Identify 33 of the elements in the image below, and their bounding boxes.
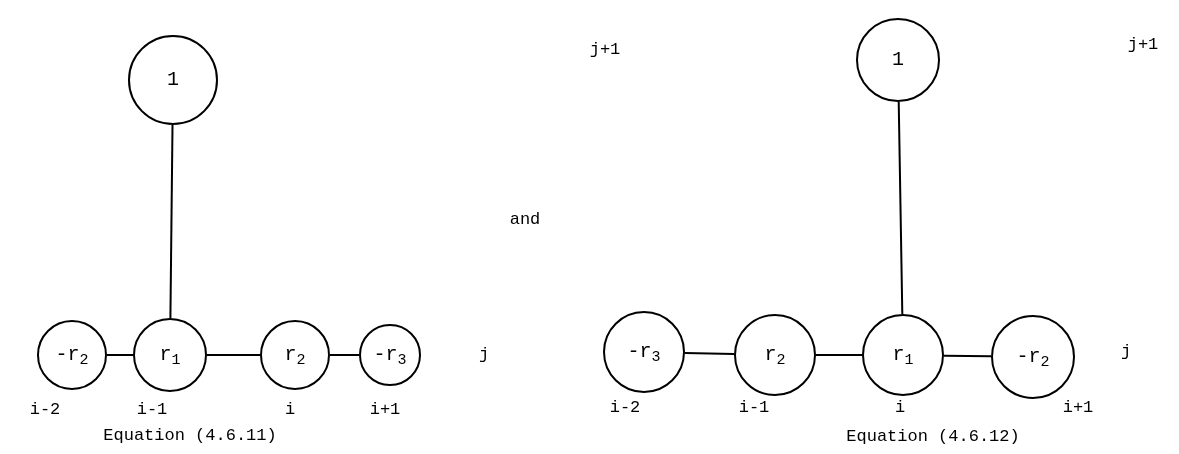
- text-label: i-2: [29, 399, 61, 422]
- text-label: i-1: [738, 397, 770, 420]
- node-text: r$_{2}$: [284, 342, 306, 370]
- connector-line: [815, 354, 863, 356]
- node-text: -r$_{2}$: [55, 342, 89, 370]
- node-text: 1: [892, 47, 904, 73]
- text-label: j: [478, 344, 490, 367]
- text-label: i: [894, 397, 906, 420]
- text-label: Equation (4.6.12): [846, 426, 1020, 449]
- text-label: j: [1120, 341, 1132, 364]
- text-label: i-2: [609, 397, 641, 420]
- connector-line: [897, 101, 904, 315]
- node-text: r$_{2}$: [764, 342, 786, 370]
- node-text: -r$_{2}$: [1016, 344, 1050, 372]
- connector-line: [684, 351, 735, 356]
- connector-line: [329, 354, 360, 356]
- text-label: j+1: [1127, 34, 1159, 57]
- text-label: and: [509, 209, 541, 232]
- text-label: i: [284, 399, 296, 422]
- text-label: Equation (4.6.11): [103, 425, 277, 448]
- text-label: i+1: [369, 399, 401, 422]
- connector-line: [943, 354, 992, 358]
- node-text: 1: [167, 67, 179, 93]
- connector-line: [169, 124, 174, 319]
- connector-line: [106, 354, 134, 356]
- text-label: i-1: [136, 399, 168, 422]
- node-text: -r$_{3}$: [627, 339, 661, 367]
- node-text: r$_{1}$: [159, 342, 181, 370]
- connector-line: [206, 354, 261, 356]
- node-text: r$_{1}$: [892, 342, 914, 370]
- node-text: -r$_{3}$: [373, 342, 407, 370]
- text-label: j+1: [589, 39, 621, 62]
- text-label: i+1: [1062, 397, 1094, 420]
